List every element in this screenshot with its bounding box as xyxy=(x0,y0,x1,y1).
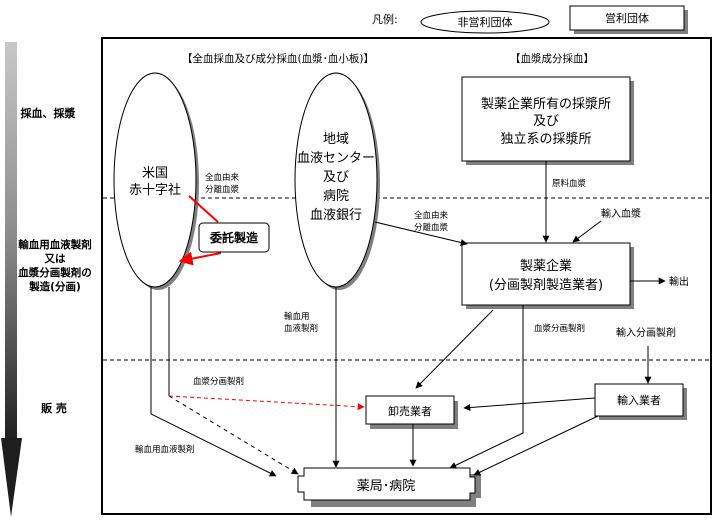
flow-label-export: 輸出 xyxy=(669,275,689,288)
flow-label-transfusion-products-2: 輸血用血液製剤 xyxy=(135,444,195,455)
arrow-importer-to-pharmacy xyxy=(473,415,599,476)
plasma-centers-line3: 独立系の採漿所 xyxy=(500,132,591,147)
wholesaler-box xyxy=(365,395,455,425)
blood-center-line4: 病院 xyxy=(323,189,349,204)
stage-sales: 販 売 xyxy=(41,401,67,415)
plasma-centers-line2: 及び xyxy=(533,114,559,129)
flow-label-tp1-line1: 輸血用 xyxy=(284,311,310,322)
flow-label-wbp1-line1: 全血由来 xyxy=(205,172,240,183)
stage-arrow-head xyxy=(1,438,22,517)
importer-text: 輸入業者 xyxy=(617,393,661,407)
red-cross-ellipse xyxy=(113,72,197,288)
arrow-red-cross-to-pharmacy-derivatives xyxy=(168,395,299,475)
arrow-pharma-to-pharmacy xyxy=(449,305,524,469)
blood-center-line5: 血液銀行 xyxy=(310,208,362,223)
legend-label: 凡例: xyxy=(372,12,398,26)
contract-line-in xyxy=(188,195,219,223)
stage-collection: 採血、採漿 xyxy=(21,106,76,120)
node-plasma-centers[interactable]: 製薬企業所有の採漿所 及び 独立系の採漿所 xyxy=(461,76,634,165)
arrow-imported-plasma xyxy=(572,220,602,243)
pharma-line1: 製薬企業 xyxy=(520,258,572,274)
plasma-centers-line1: 製薬企業所有の採漿所 xyxy=(481,96,611,112)
flow-label-wbp1-line2: 分離血漿 xyxy=(205,184,240,195)
arrow-importer-to-wholesaler xyxy=(463,397,596,412)
node-wholesaler[interactable]: 卸売業者 xyxy=(365,395,458,429)
stage-arrow-shaft xyxy=(5,42,17,440)
importer-box xyxy=(594,383,684,417)
flow-label-wbp2-line1: 全血由来 xyxy=(414,210,449,221)
red-cross-line1: 米国 xyxy=(142,166,168,181)
pharmacy-box xyxy=(297,467,476,501)
blood-center-line1: 地域 xyxy=(323,132,349,147)
stage-manufacture-line2: 又は xyxy=(44,253,66,265)
legend-nonprofit-text: 非営利団体 xyxy=(458,15,513,29)
stage-manufacture-line3: 血漿分画製剤の xyxy=(18,266,92,279)
flow-label-wbp2-line2: 分離血漿 xyxy=(414,222,449,233)
flow-label-source-plasma: 原料血漿 xyxy=(552,178,587,189)
node-contract-mfg[interactable]: 委託製造 xyxy=(198,222,270,253)
stage-manufacture-line1: 輸血用血液製剤 xyxy=(18,238,92,251)
stage-manufacture-line4: 製造(分画) xyxy=(28,280,81,293)
node-blood-center[interactable]: 地域 血液センター 及び 病院 血液銀行 xyxy=(294,72,380,290)
legend-forprofit-text: 営利団体 xyxy=(605,11,649,25)
node-importer[interactable]: 輸入業者 xyxy=(594,383,687,420)
pharmacy-text: 薬局･病院 xyxy=(357,479,416,494)
arrow-pharma-to-wholesaler xyxy=(415,309,494,389)
blood-center-line2: 血液センター xyxy=(297,151,375,166)
arrow-red-cross-to-wholesaler xyxy=(168,395,365,411)
stage-arrow xyxy=(1,42,22,517)
arrow-whole-blood-plasma xyxy=(374,221,468,246)
node-red-cross[interactable]: 米国 赤十字社 xyxy=(113,72,199,290)
main-frame xyxy=(101,37,712,515)
legend-forprofit-box xyxy=(569,5,685,31)
header-whole-blood: 【全血採血及び成分採血(血漿･血小板)】 xyxy=(182,52,374,65)
blood-center-line3: 及び xyxy=(323,170,349,185)
pharma-box xyxy=(461,242,631,306)
arrow-red-cross-to-pharmacy-transfusion xyxy=(150,287,277,477)
legend-nonprofit-ellipse xyxy=(420,10,550,34)
contract-mfg-text: 委託製造 xyxy=(209,230,259,245)
legend: 凡例: 非営利団体 営利団体 xyxy=(372,5,688,34)
stage-manufacture: 輸血用血液製剤 又は 血漿分画製剤の 製造(分画) xyxy=(18,238,92,293)
header-plasma: 【血漿成分採血】 xyxy=(510,52,594,65)
node-pharma[interactable]: 製薬企業 (分画製剤製造業者) xyxy=(461,242,634,309)
red-cross-line2: 赤十字社 xyxy=(129,182,181,198)
contract-mfg-box xyxy=(198,222,270,253)
pharma-line2: (分画製剤製造業者) xyxy=(489,277,603,293)
flow-label-plasma-derivatives-2: 血漿分画製剤 xyxy=(534,323,585,334)
flow-label-imported-derivatives: 輸入分画製剤 xyxy=(616,326,676,339)
node-pharmacy-hospital[interactable]: 薬局･病院 xyxy=(297,467,481,507)
wholesaler-text: 卸売業者 xyxy=(388,404,432,418)
flow-label-imported-plasma: 輸入血漿 xyxy=(601,207,641,220)
contract-arrow-out xyxy=(178,251,222,266)
flow-label-plasma-derivatives-1: 血漿分画製剤 xyxy=(193,376,244,387)
flow-label-tp1-line2: 血液製剤 xyxy=(284,323,318,334)
